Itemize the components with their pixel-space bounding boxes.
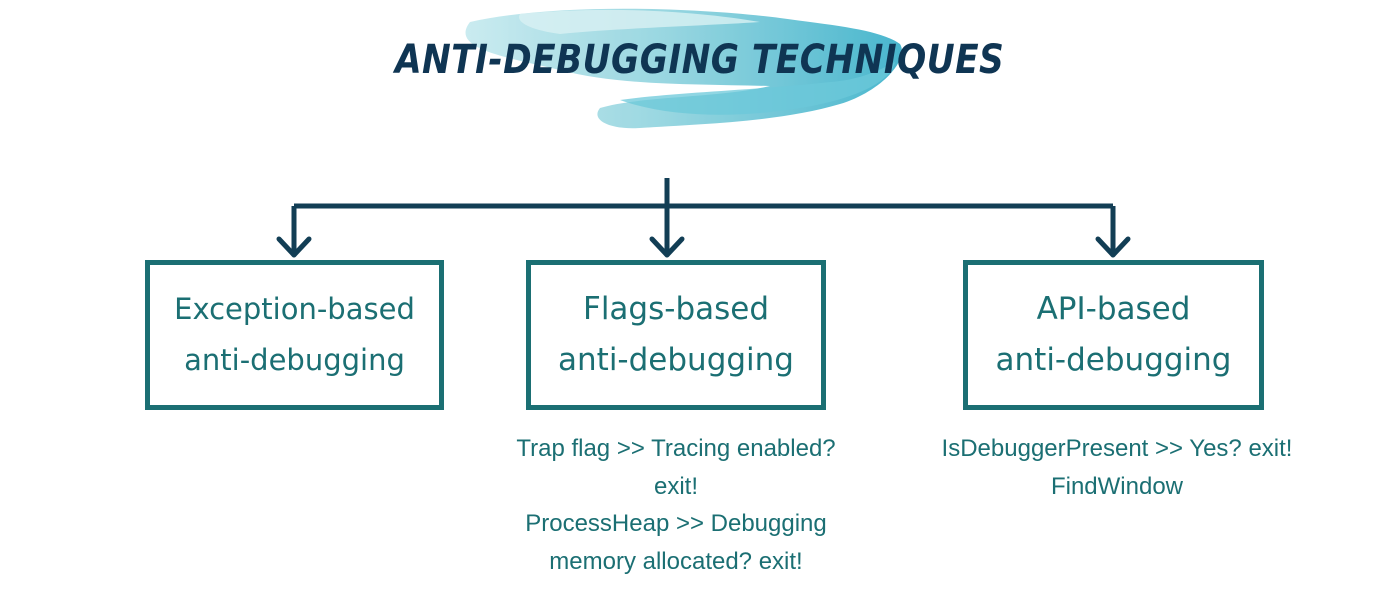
flags-note-line: exit! xyxy=(653,472,698,500)
arrowhead-right xyxy=(1095,236,1131,258)
box-api-based: API-based anti-debugging xyxy=(963,260,1264,410)
box-exception-line1: Exception-based xyxy=(174,292,415,326)
box-exception-based: Exception-based anti-debugging xyxy=(145,260,444,410)
box-flags-line1: Flags-based xyxy=(582,291,770,327)
box-flags-based: Flags-based anti-debugging xyxy=(526,260,826,410)
arrowhead-left xyxy=(276,236,312,258)
diagram-title: ANTI-DEBUGGING TECHNIQUES xyxy=(395,37,1005,83)
flags-notes: Trap flag >> Tracing enabled? exit! Proc… xyxy=(466,430,886,580)
flags-note-line: ProcessHeap >> Debugging xyxy=(525,510,827,537)
box-flags-line2: anti-debugging xyxy=(558,342,794,378)
connector-arrowheads xyxy=(276,236,1131,258)
flags-note-line: memory allocated? exit! xyxy=(549,547,803,575)
api-notes: IsDebuggerPresent >> Yes? exit! FindWind… xyxy=(908,430,1326,505)
flags-note-line: Trap flag >> Tracing enabled? xyxy=(516,435,836,462)
box-exception-line2: anti-debugging xyxy=(184,343,405,377)
box-api-line2: anti-debugging xyxy=(995,342,1232,378)
connector-lines xyxy=(291,178,1116,254)
box-api-line1: API-based xyxy=(1036,291,1191,327)
api-note-line: IsDebuggerPresent >> Yes? exit! xyxy=(941,435,1293,462)
brush-stroke-decoration xyxy=(465,8,902,129)
api-note-line: FindWindow xyxy=(1050,472,1184,500)
arrowhead-center xyxy=(649,236,685,258)
